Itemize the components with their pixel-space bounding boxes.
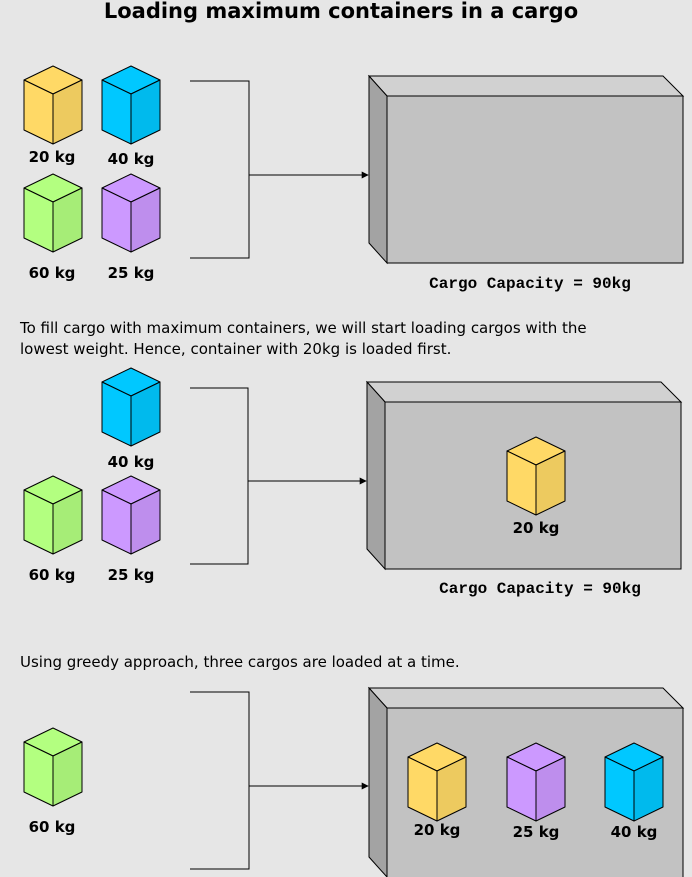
container-weight-label: 40 kg (108, 453, 155, 471)
cargo-capacity-label: Cargo Capacity = 90kg (429, 275, 631, 293)
cube-right-face (130, 381, 161, 447)
cargo-side-face (366, 380, 386, 571)
container-weight-label: 25 kg (108, 264, 155, 282)
cube-right-face (633, 756, 664, 822)
cargo-top-face (365, 381, 683, 403)
cargo-top-face (367, 75, 685, 97)
cargo-top-face (367, 687, 685, 709)
container-weight-label: 20 kg (29, 148, 76, 166)
cube-right-face (535, 450, 566, 516)
cube-right-face (52, 187, 83, 253)
cube-right-face (52, 741, 83, 807)
container-box (23, 173, 83, 253)
bracket-line (190, 80, 250, 259)
cube-right-face (436, 756, 467, 822)
container-weight-label: 40 kg (108, 150, 155, 168)
section-2: 40 kg 60 kg 25 kg 20 kg Cargo Capacity =… (23, 367, 683, 598)
container-weight-label: 60 kg (29, 264, 76, 282)
section-3: 60 kg 20 kg 25 kg 40 kg (23, 686, 685, 877)
container-weight-label: 60 kg (29, 566, 76, 584)
container-box (506, 742, 566, 822)
cube-right-face (52, 79, 83, 145)
bracket-line (190, 387, 249, 565)
bracket-line (190, 691, 250, 870)
cargo-capacity-label: Cargo Capacity = 90kg (439, 580, 641, 598)
container-weight-label: 25 kg (108, 566, 155, 584)
diagram-title: Loading maximum containers in a cargo (104, 0, 578, 23)
caption-line: Using greedy approach, three cargos are … (20, 653, 460, 671)
container-box (407, 742, 467, 822)
cargo-side-face (368, 74, 388, 265)
container-box (101, 65, 161, 145)
container-box (101, 475, 161, 555)
container-box (101, 173, 161, 253)
container-box (506, 436, 566, 516)
container-box (23, 65, 83, 145)
cargo-front-face (386, 95, 684, 264)
container-box (23, 475, 83, 555)
container-weight-label: 25 kg (513, 823, 560, 841)
cube-right-face (535, 756, 566, 822)
container-weight-label: 40 kg (611, 823, 658, 841)
cube-right-face (130, 79, 161, 145)
container-weight-label: 20 kg (414, 821, 461, 839)
cube-right-face (52, 489, 83, 555)
container-weight-label: 20 kg (513, 519, 560, 537)
container-box (101, 367, 161, 447)
caption-line: To fill cargo with maximum containers, w… (19, 319, 587, 337)
container-box (23, 727, 83, 807)
cube-right-face (130, 187, 161, 253)
cube-right-face (130, 489, 161, 555)
container-box (604, 742, 664, 822)
cargo-hold (367, 74, 685, 265)
cargo-side-face (368, 686, 388, 877)
caption-line: lowest weight. Hence, container with 20k… (20, 340, 451, 358)
section-1: 20 kg 40 kg 60 kg 25 kg Cargo Capacity =… (23, 65, 685, 293)
container-weight-label: 60 kg (29, 818, 76, 836)
